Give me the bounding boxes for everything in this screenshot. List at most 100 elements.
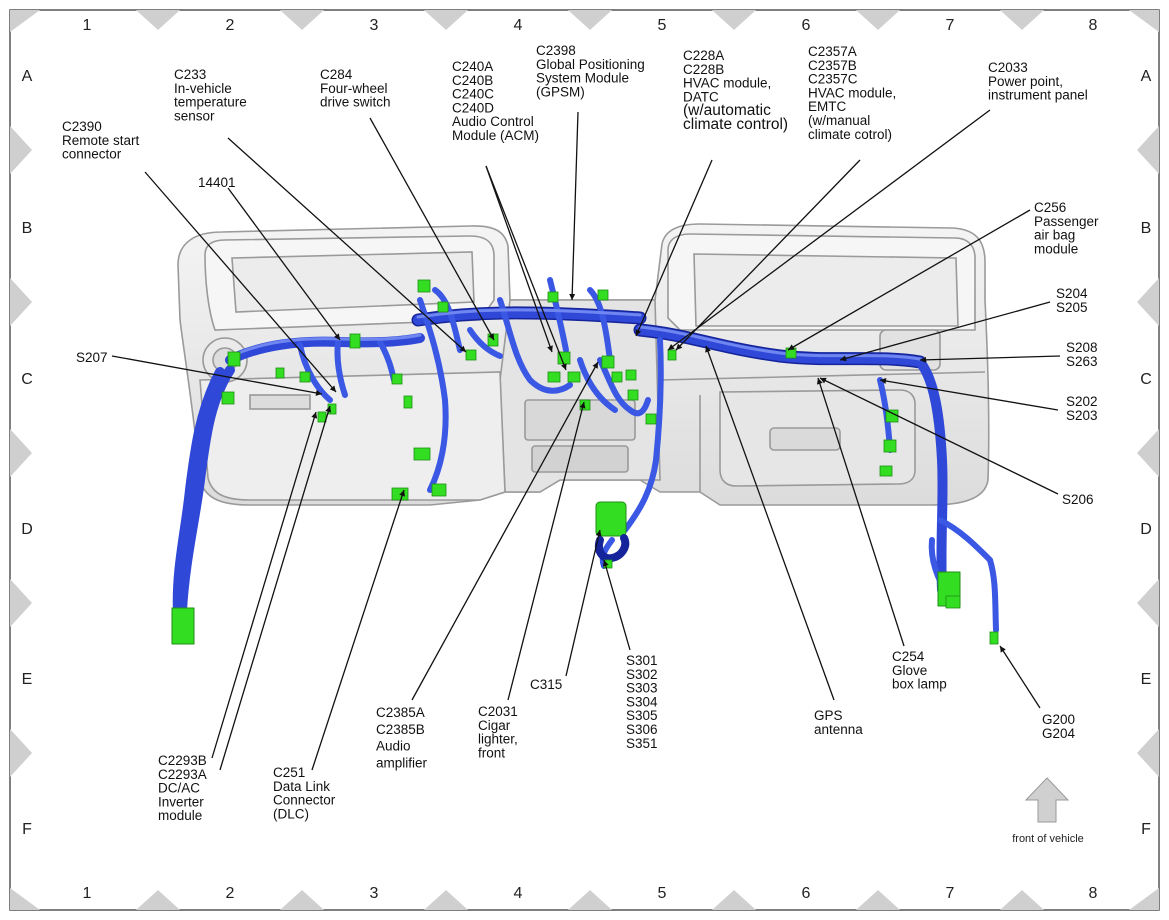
callout-line: climate cotrol) <box>808 127 892 142</box>
grid-row-label-right: B <box>1141 220 1152 237</box>
grid-marker-top <box>712 10 756 30</box>
callout-line: S203 <box>1066 408 1098 423</box>
front-arrow-icon <box>1024 777 1070 823</box>
callout-line: module <box>158 808 202 823</box>
leader-line-c2398 <box>571 111 579 301</box>
callout-line: Connector <box>273 793 336 808</box>
callout-14401: 14401 <box>198 175 236 190</box>
grid-marker-bottom <box>136 890 180 910</box>
connector-block <box>417 279 431 293</box>
grid-row-label-right: C <box>1140 371 1152 388</box>
callout-c315: C315 <box>530 677 562 692</box>
connector-block <box>465 349 477 361</box>
callout-line: C2033 <box>988 60 1028 75</box>
callout-line: S205 <box>1056 300 1088 315</box>
callout-line: C254 <box>892 649 925 664</box>
callout-line: C240D <box>452 100 494 115</box>
callout-line: System Module <box>536 71 629 86</box>
callout-line: Module (ACM) <box>452 128 539 143</box>
leader-arrowhead <box>579 402 586 409</box>
callout-line: (GPSM) <box>536 84 585 99</box>
callout-line: DC/AC <box>158 781 200 796</box>
callout-line: S202 <box>1066 394 1098 409</box>
grid-marker-right <box>1137 729 1159 777</box>
callout-line: air bag <box>1034 228 1075 243</box>
connector-block <box>885 409 899 423</box>
grid-marker-corner <box>1129 10 1159 32</box>
connector-block <box>391 373 403 385</box>
callout-line: sensor <box>174 108 215 123</box>
callout-line: S301 <box>626 653 658 668</box>
leader-arrowhead <box>602 560 609 567</box>
callout-line: front <box>478 745 505 760</box>
grid-column-label-bottom: 7 <box>946 885 955 902</box>
leader-arrowhead <box>840 355 847 362</box>
callout-line: C240A <box>452 59 493 74</box>
connector-block <box>879 465 893 477</box>
grid-marker-right <box>1137 579 1159 627</box>
grid-marker-left <box>10 278 32 326</box>
callout-line: Remote start <box>62 133 140 148</box>
leader-line-gps <box>705 345 835 701</box>
grid-marker-left <box>10 729 32 777</box>
callout-line: S263 <box>1066 354 1098 369</box>
leader-line-s301 <box>603 559 631 651</box>
grid-marker-corner <box>10 888 40 910</box>
connector-block <box>627 389 639 401</box>
leader-line-c256 <box>787 209 1031 351</box>
grid-column-label-top: 3 <box>370 17 379 34</box>
grid-column-label-top: 7 <box>946 17 955 34</box>
front-of-vehicle-indicator: front of vehicle <box>1012 777 1084 845</box>
callout-line: HVAC module, <box>683 76 771 91</box>
c315-connector-block <box>595 501 627 537</box>
leader-lines <box>111 109 1061 771</box>
leader-line-14401 <box>227 187 341 341</box>
grid-column-label-bottom: 5 <box>658 885 667 902</box>
leader-line-g200 <box>999 645 1041 709</box>
callout-line: Glove <box>892 663 927 678</box>
grid-marker-right <box>1137 126 1159 174</box>
callout-line: S206 <box>1062 492 1094 507</box>
connector-block <box>221 391 235 405</box>
grid-column-label-top: 5 <box>658 17 667 34</box>
callout-line: Passenger <box>1034 214 1099 229</box>
leader-line-c254 <box>817 377 905 647</box>
leader-line-c240 <box>485 165 553 353</box>
grid-row-label-left: F <box>22 821 32 838</box>
grid-row-label-right: E <box>1141 671 1152 688</box>
grid-marker-bottom <box>280 890 324 910</box>
leader-arrowhead <box>595 530 602 537</box>
grid-column-label-top: 4 <box>514 17 523 34</box>
grid-column-label-top: 8 <box>1089 17 1098 34</box>
grid-column-label-top: 6 <box>802 17 811 34</box>
connector-block <box>601 355 615 369</box>
callout-line: S306 <box>626 722 658 737</box>
callout-line: C233 <box>174 67 206 82</box>
callout-line: S207 <box>76 350 108 365</box>
callout-line: Global Positioning <box>536 57 645 72</box>
grid-marker-left <box>10 579 32 627</box>
callout-line: C2390 <box>62 119 102 134</box>
callout-line: S208 <box>1066 340 1098 355</box>
center-stack-slot-lower <box>531 445 629 473</box>
callout-line: C2357A <box>808 44 857 59</box>
grid-column-label-bottom: 8 <box>1089 885 1098 902</box>
callout-line: C2293B <box>158 753 207 768</box>
grid-row-label-left: B <box>22 220 33 237</box>
callout-line: C315 <box>530 677 562 692</box>
leader-line-s202 <box>879 379 1059 411</box>
leader-line-s207 <box>111 355 323 395</box>
grid-marker-top <box>1000 10 1044 30</box>
leader-arrowhead <box>329 385 336 392</box>
callout-line: C2357B <box>808 58 857 73</box>
